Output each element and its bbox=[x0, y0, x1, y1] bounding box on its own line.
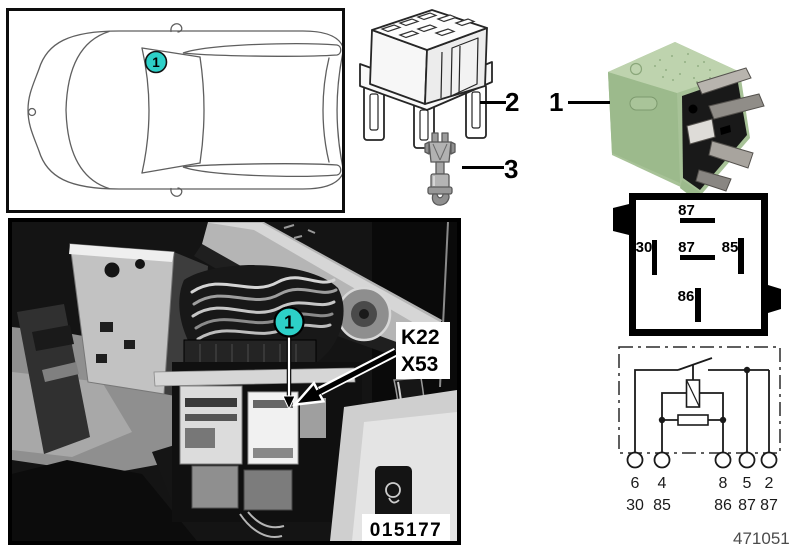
socket-terminal-slots bbox=[380, 12, 476, 39]
leader-line-1 bbox=[568, 101, 610, 104]
pin-87-top-label: 87 bbox=[678, 202, 695, 219]
terminal-label: 30 bbox=[626, 497, 644, 514]
terminal-label: 87 bbox=[760, 497, 778, 514]
relay-logo-mark bbox=[629, 62, 643, 76]
photo-callout-1[interactable]: 1 bbox=[273, 306, 305, 411]
rear-window-front-edge bbox=[322, 57, 330, 163]
hood-detail-circle bbox=[27, 107, 37, 117]
photo-inset: 1 K22 X53 015177 bbox=[8, 218, 461, 545]
pin-86-label: 86 bbox=[678, 288, 695, 305]
side-window-bottom bbox=[182, 163, 342, 177]
photo-id-tag: 015177 bbox=[362, 514, 450, 543]
pin-85-label: 85 bbox=[722, 239, 739, 256]
car-callout-1[interactable]: 1 bbox=[144, 50, 168, 74]
car-location-inset: 1 bbox=[6, 8, 345, 213]
resistor-symbol bbox=[677, 414, 709, 426]
pin-number: 8 bbox=[719, 475, 728, 492]
socket-code: X53 bbox=[401, 353, 438, 376]
schematic-pin-numbers: 6 4 8 5 2 bbox=[631, 475, 774, 492]
terminal-label: 86 bbox=[714, 497, 732, 514]
circuit-schematic: 6 4 8 5 2 30 85 86 87 87 bbox=[618, 346, 781, 514]
pin-diagram-blades bbox=[652, 218, 744, 322]
part-label-2[interactable]: 2 bbox=[505, 87, 520, 117]
leader-line-2 bbox=[480, 101, 506, 104]
car-outline bbox=[27, 23, 344, 197]
relay-photo bbox=[608, 42, 765, 201]
part-label-3[interactable]: 3 bbox=[504, 154, 519, 184]
pin-terminal-drawing bbox=[424, 132, 456, 206]
terminal-circles bbox=[626, 451, 778, 469]
pin-diagram-tab-left bbox=[613, 204, 629, 235]
side-window-top bbox=[182, 43, 342, 57]
slot-symbol-icon bbox=[385, 482, 401, 498]
windshield-rear-edge bbox=[199, 56, 205, 164]
terminal-label: 85 bbox=[653, 497, 671, 514]
schematic-wires bbox=[634, 357, 770, 452]
component-code-label: K22 X53 bbox=[291, 322, 450, 407]
relay-pins bbox=[686, 67, 765, 192]
pin-30-label: 30 bbox=[636, 239, 653, 256]
mirror-left bbox=[170, 23, 183, 33]
relay-code: K22 bbox=[401, 326, 440, 349]
pin-diagram: 87 30 87 85 86 bbox=[613, 193, 781, 336]
pin-number: 4 bbox=[658, 475, 667, 492]
car-top-view: 1 bbox=[27, 23, 344, 197]
photo-id: 015177 bbox=[370, 520, 442, 541]
relay-side-tab bbox=[629, 96, 658, 111]
footwell-photo: 1 K22 X53 015177 bbox=[12, 221, 457, 543]
pin-87-middle-label: 87 bbox=[678, 239, 695, 256]
callout-number[interactable]: 1 bbox=[284, 313, 294, 333]
rear-window-rear-edge bbox=[336, 51, 344, 169]
terminal-label: 87 bbox=[738, 497, 756, 514]
part-label-1[interactable]: 1 bbox=[549, 87, 564, 117]
diagram-number: 471051 bbox=[733, 529, 790, 548]
callout-arrowhead-icon bbox=[282, 395, 296, 411]
relay-socket-drawing bbox=[359, 9, 493, 149]
schematic-boundary bbox=[618, 346, 781, 454]
hood-line bbox=[65, 30, 110, 190]
switch-blade bbox=[677, 357, 713, 371]
pin-diagram-tab-right bbox=[768, 285, 781, 313]
pin-diagram-labels: 87 30 87 85 86 bbox=[636, 202, 739, 305]
kick-panel bbox=[330, 390, 457, 541]
schematic-terminal-labels: 30 85 86 87 87 bbox=[626, 497, 778, 514]
pin-body bbox=[424, 132, 456, 206]
callout-circle-icon[interactable] bbox=[144, 50, 168, 74]
leader-line-3 bbox=[462, 166, 504, 169]
pin-number: 5 bbox=[743, 475, 752, 492]
mirror-right bbox=[170, 187, 183, 197]
relay-face-left bbox=[608, 72, 680, 183]
label-arrowhead-icon bbox=[298, 385, 322, 403]
callout-number[interactable]: 1 bbox=[152, 55, 160, 70]
callout-circle-icon[interactable] bbox=[273, 306, 305, 338]
pin-number: 2 bbox=[765, 475, 774, 492]
hose bbox=[17, 304, 90, 454]
windshield-pillars bbox=[141, 47, 201, 174]
photo-speckles bbox=[283, 224, 316, 239]
pin-number: 6 bbox=[631, 475, 640, 492]
junction-dots bbox=[658, 366, 751, 424]
